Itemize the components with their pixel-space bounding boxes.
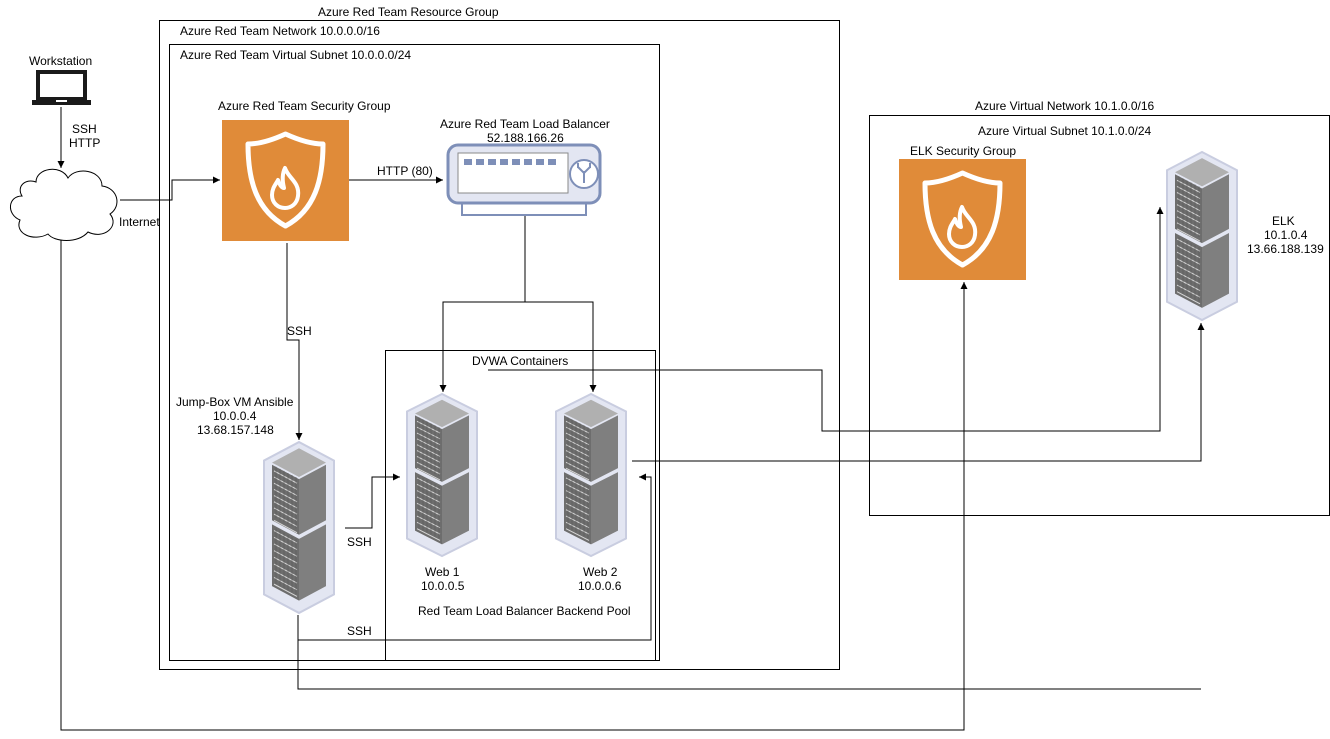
edge-internet-security-group [120,176,220,201]
web2-server-icon [546,392,636,558]
jumpbox-ip1: 10.0.0.4 [213,409,257,423]
edge-web2-elk [632,323,1205,462]
http80-label: HTTP (80) [377,164,433,178]
load-balancer-ip: 52.188.166.26 [487,131,564,145]
edge-internet-elk-sg [60,240,968,731]
web2-ip: 10.0.0.6 [578,579,622,593]
web1-ip: 10.0.0.5 [421,579,465,593]
edge-security-group-jumpbox [286,243,303,440]
red-security-group-label: Azure Red Team Security Group [218,99,391,113]
firewall-shield-icon [222,120,349,241]
edge-jumpbox-elk [297,640,1201,690]
edge-jumpbox-web2 [297,473,652,641]
elk-ip1: 10.1.0.4 [1264,228,1308,242]
dvwa-label: DVWA Containers [472,354,569,368]
web1-server-icon [397,392,487,558]
edge-jumpbox-web1 [345,473,400,529]
elk-name: ELK [1272,214,1295,228]
internet-label: Internet [119,215,160,229]
azure-subnet-label: Azure Virtual Subnet 10.1.0.0/24 [978,124,1152,138]
red-subnet-label: Azure Red Team Virtual Subnet 10.0.0.0/2… [180,48,412,62]
web1-name: Web 1 [425,565,460,579]
jumpbox-server-icon [254,440,344,615]
backend-pool-label: Red Team Load Balancer Backend Pool [418,604,631,618]
ssh-label-1: SSH [72,122,97,136]
resource-group-label: Azure Red Team Resource Group [318,5,499,19]
ssh-jump-web2-label: SSH [347,624,372,638]
edge-load-balancer-web1 [439,215,526,392]
jumpbox-ip2: 13.68.157.148 [197,423,274,437]
elk-security-group-label: ELK Security Group [910,144,1017,158]
load-balancer-icon [446,143,603,216]
edge-dvwa-elk [488,207,1164,432]
laptop-icon [32,70,91,106]
red-network-label: Azure Red Team Network 10.0.0.0/16 [180,24,380,38]
resource-group-box [159,20,840,670]
http-label-1: HTTP [69,136,101,150]
load-balancer-title: Azure Red Team Load Balancer [440,117,610,131]
elk-firewall-shield-icon [899,159,1026,280]
edge-load-balancer-web2 [525,301,597,392]
ssh-jump-web-label: SSH [347,535,372,549]
workstation-label: Workstation [29,54,93,68]
azure-vnet-label: Azure Virtual Network 10.1.0.0/16 [975,99,1155,113]
elk-ip2: 13.66.188.139 [1247,242,1324,256]
ssh-sg-jump-label: SSH [287,324,312,338]
web2-name: Web 2 [583,565,618,579]
elk-server-icon [1157,150,1247,322]
cloud-icon [6,164,122,242]
dvwa-containers-box [385,350,656,661]
jumpbox-name: Jump-Box VM Ansible [176,395,294,409]
